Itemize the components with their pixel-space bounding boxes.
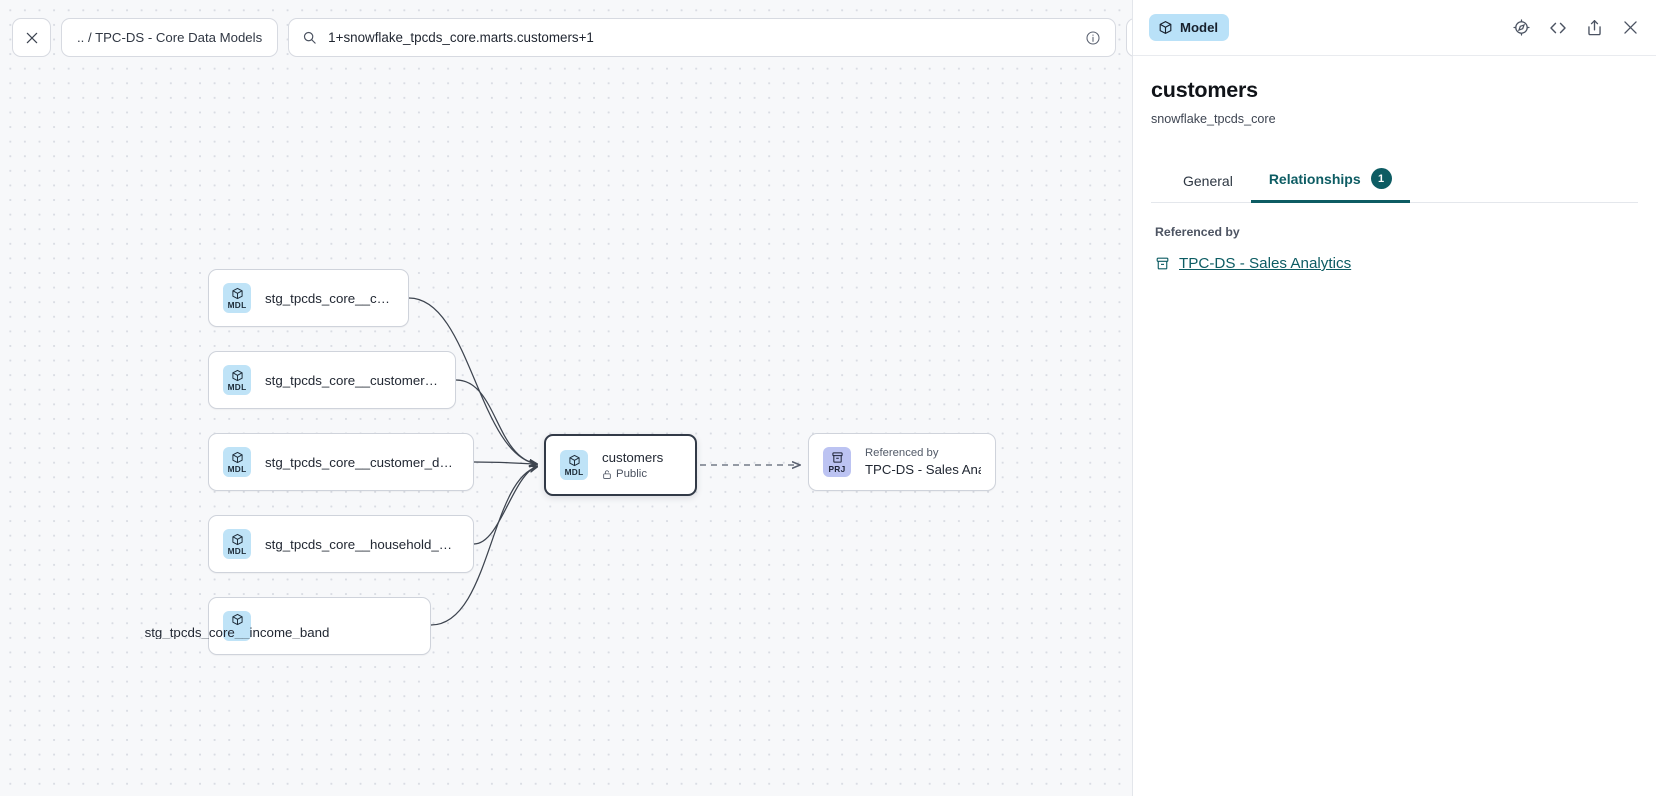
lineage-search-box[interactable]: 1+snowflake_tpcds_core.marts.customers+1	[288, 18, 1117, 57]
model-badge-text: MDL	[227, 381, 247, 392]
referenced-by-kicker: Referenced by	[865, 447, 939, 459]
cube-icon	[231, 451, 244, 464]
tab-relationships-label: Relationships	[1268, 170, 1361, 187]
refresh-button[interactable]	[1126, 18, 1132, 57]
details-panel-body: customers snowflake_tpcds_core General R…	[1133, 56, 1656, 203]
page-subtitle: snowflake_tpcds_core	[1151, 112, 1276, 126]
project-box-icon	[831, 451, 844, 464]
lineage-edges	[408, 297, 1132, 626]
project-box-icon	[1155, 256, 1170, 271]
model-badge-text: MDL	[227, 545, 247, 556]
lineage-node-label: stg_tpcds_core__customer	[265, 290, 394, 306]
visibility-label: Public	[616, 468, 648, 480]
cube-icon	[231, 287, 244, 300]
project-badge-text: PRJ	[828, 463, 846, 474]
model-badge: MDL	[223, 529, 251, 559]
info-circle-icon[interactable]	[1085, 30, 1101, 46]
referenced-project-link[interactable]: TPC-DS - Sales Analytics	[1179, 255, 1352, 272]
model-badge: stg_tpcds_core__income_band	[145, 611, 329, 641]
cube-icon	[231, 369, 244, 382]
model-badge-text: MDL	[227, 299, 247, 310]
lock-icon	[602, 469, 612, 480]
lineage-node[interactable]: MDL stg_tpcds_core__household_demogr…	[208, 515, 474, 573]
panel-header-actions	[1512, 18, 1640, 38]
cube-icon	[231, 613, 244, 626]
lineage-canvas[interactable]: MDL stg_tpcds_core__customer MDL stg_tpc…	[0, 0, 1132, 796]
visibility-status: Public	[602, 468, 663, 480]
project-badge: PRJ	[823, 447, 851, 477]
lineage-node[interactable]: MDL stg_tpcds_core__customer	[208, 269, 409, 327]
breadcrumb[interactable]: .. / TPC-DS - Core Data Models	[61, 18, 279, 57]
model-badge: MDL	[560, 450, 588, 480]
tab-general-label: General	[1183, 173, 1233, 189]
details-panel-header: Model	[1133, 0, 1656, 56]
search-input[interactable]: 1+snowflake_tpcds_core.marts.customers+1	[328, 30, 594, 45]
lineage-node-label: stg_tpcds_core__customer_address	[265, 372, 441, 388]
lineage-node-label: customers	[602, 450, 664, 465]
model-badge: MDL	[223, 283, 251, 313]
page-title: customers	[1151, 78, 1258, 102]
lineage-node-body: customers Public	[602, 450, 663, 480]
model-type-chip[interactable]: Model	[1149, 14, 1230, 41]
model-chip-label: Model	[1180, 20, 1219, 35]
list-item[interactable]: TPC-DS - Sales Analytics	[1155, 255, 1656, 272]
search-icon	[302, 30, 317, 45]
compass-icon[interactable]	[1512, 18, 1531, 37]
details-panel: Model	[1132, 0, 1656, 796]
model-badge: MDL	[223, 365, 251, 395]
lineage-node-project[interactable]: PRJ Referenced by TPC-DS - Sales Analyti…	[808, 433, 996, 491]
lineage-node-label: stg_tpcds_core__customer_demogra…	[265, 454, 459, 470]
project-name: TPC-DS - Sales Analytics	[865, 462, 981, 477]
model-badge-text: MDL	[564, 466, 584, 477]
code-icon[interactable]	[1548, 18, 1568, 38]
close-icon[interactable]	[1621, 18, 1640, 37]
model-badge: MDL	[223, 447, 251, 477]
close-icon	[26, 32, 37, 43]
lineage-node[interactable]: stg_tpcds_core__income_band	[145, 597, 431, 655]
lineage-node-label: stg_tpcds_core__income_band	[144, 625, 330, 640]
lineage-node[interactable]: MDL stg_tpcds_core__customer_address	[208, 351, 456, 409]
cube-icon	[1158, 20, 1173, 35]
cube-icon	[231, 533, 244, 546]
lineage-node[interactable]: MDL stg_tpcds_core__customer_demogra…	[208, 433, 474, 491]
tab-relationships-count: 1	[1370, 168, 1392, 189]
canvas-toolbar: .. / TPC-DS - Core Data Models 1+snowfla…	[12, 18, 1132, 57]
cube-icon	[568, 454, 581, 467]
model-badge-text: MDL	[227, 463, 247, 474]
tab-relationships[interactable]: Relationships 1	[1250, 158, 1410, 203]
share-icon[interactable]	[1585, 18, 1604, 37]
tab-general[interactable]: General	[1165, 163, 1251, 203]
referenced-by-label: Referenced by	[1155, 225, 1240, 239]
close-lineage-button[interactable]	[12, 18, 51, 57]
lineage-node-label: stg_tpcds_core__household_demogr…	[265, 536, 459, 552]
lineage-node-selected[interactable]: MDL customers Public	[544, 434, 697, 496]
details-tabs: General Relationships 1	[1151, 158, 1638, 203]
lineage-node-body: Referenced by TPC-DS - Sales Analytics	[865, 447, 981, 477]
